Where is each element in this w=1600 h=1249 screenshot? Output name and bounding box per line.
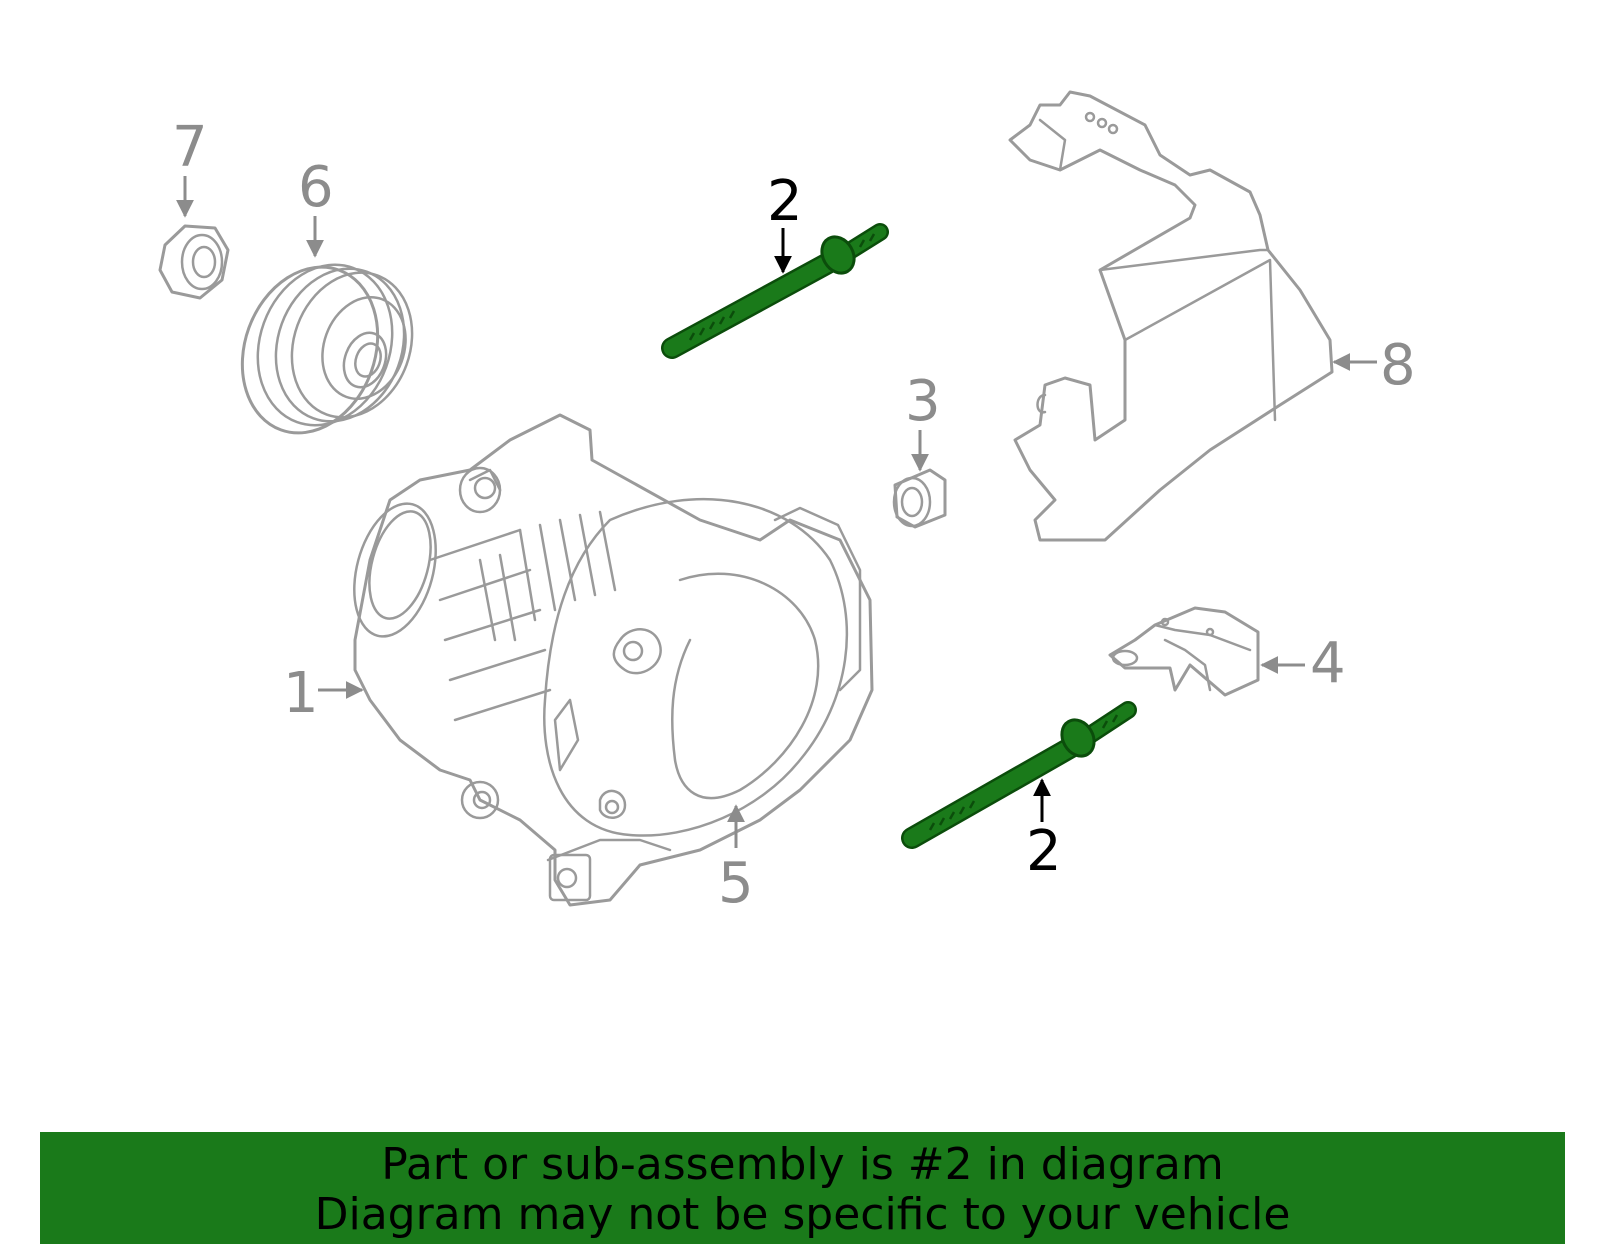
callout-2-top: 2 bbox=[767, 169, 803, 234]
callout-8: 8 bbox=[1380, 333, 1416, 398]
part-6-pulley bbox=[240, 263, 414, 435]
callout-4: 4 bbox=[1310, 631, 1346, 696]
callout-1: 1 bbox=[283, 661, 319, 726]
callout-7: 7 bbox=[172, 115, 208, 180]
banner-line-2: Diagram may not be specific to your vehi… bbox=[314, 1189, 1291, 1240]
part-1-alternator bbox=[353, 413, 874, 907]
callout-3: 3 bbox=[905, 369, 941, 434]
callout-5: 5 bbox=[718, 851, 754, 916]
part-8-shield bbox=[1008, 90, 1334, 542]
part-2-stud-bottom bbox=[901, 701, 1137, 849]
part-5-rear-cover bbox=[543, 497, 862, 837]
part-2-stud-top bbox=[661, 223, 889, 359]
info-banner: Part or sub-assembly is #2 in diagram Di… bbox=[40, 1132, 1565, 1244]
callout-6: 6 bbox=[298, 155, 334, 220]
part-3-bushing bbox=[892, 468, 947, 529]
banner-line-1: Part or sub-assembly is #2 in diagram bbox=[381, 1139, 1224, 1190]
part-4-bracket bbox=[1108, 606, 1260, 697]
callout-2-bottom: 2 bbox=[1026, 819, 1062, 884]
part-7-nut bbox=[158, 224, 230, 300]
